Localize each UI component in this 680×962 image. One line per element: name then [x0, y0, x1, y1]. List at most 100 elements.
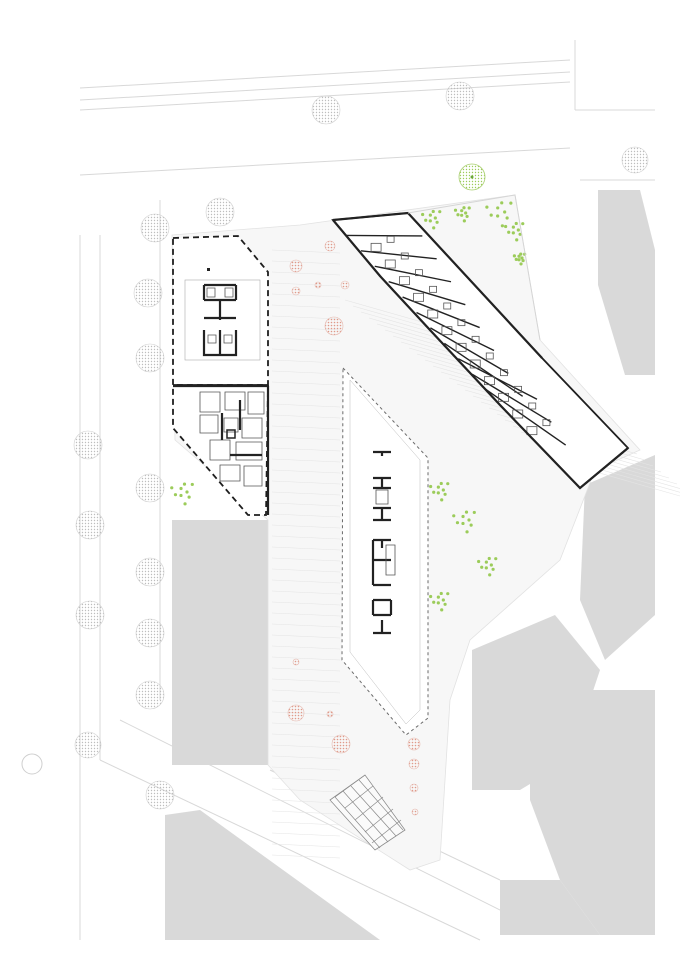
shrub — [465, 214, 469, 219]
paving-line — [271, 689, 341, 694]
shrub — [452, 514, 456, 518]
shrub — [480, 565, 484, 569]
shrub — [512, 254, 516, 258]
paving-line — [271, 557, 341, 562]
shrub — [518, 232, 522, 236]
unit-bath — [429, 285, 437, 293]
unit-room — [498, 392, 509, 402]
tree-new — [324, 316, 344, 336]
tree-new — [411, 808, 419, 816]
paving-line — [271, 612, 341, 617]
unit-room — [441, 326, 453, 336]
tree-new — [287, 704, 305, 722]
tree-new — [331, 734, 351, 754]
paving-line — [271, 722, 341, 727]
tree-existing — [135, 557, 165, 587]
shrub — [421, 212, 425, 217]
shrub — [179, 486, 183, 491]
shrub — [438, 210, 442, 214]
neighbor-block-north-east — [598, 190, 655, 375]
paving-line — [271, 293, 341, 298]
paving-line — [271, 788, 341, 793]
shrub — [443, 492, 447, 496]
tree-new — [340, 280, 350, 290]
shrub — [477, 559, 481, 564]
tree-new — [408, 758, 420, 770]
paving-line — [271, 645, 341, 650]
shrub — [453, 208, 458, 212]
unit-partition — [430, 327, 509, 375]
shrub — [487, 556, 491, 561]
paving-line — [271, 502, 341, 507]
shrub — [428, 219, 432, 223]
tree-existing — [133, 278, 163, 308]
shrub — [489, 563, 493, 567]
paving-line — [271, 777, 341, 782]
shrub — [432, 600, 436, 604]
tree-new — [292, 658, 300, 666]
shrub — [436, 491, 440, 495]
site-boundary — [407, 194, 541, 341]
paving-line — [271, 458, 341, 463]
shrub — [443, 602, 447, 606]
unit-room — [399, 276, 410, 286]
shrub — [505, 216, 509, 220]
shrub — [464, 510, 469, 514]
shrub — [429, 594, 433, 599]
paving-line — [271, 843, 341, 848]
paving-line — [271, 634, 341, 639]
tree-existing — [135, 680, 165, 710]
glass-canopy — [329, 774, 406, 851]
shrub — [183, 502, 187, 506]
tree-existing — [73, 430, 103, 460]
unit-room — [384, 259, 396, 269]
shrub — [511, 231, 515, 235]
shrub — [170, 486, 174, 490]
building-north-east-bar — [331, 211, 630, 490]
shrub — [472, 510, 476, 515]
tree-new — [407, 737, 421, 751]
paving-line — [271, 656, 341, 661]
shrub — [190, 482, 194, 487]
paving-line — [271, 623, 341, 628]
shrub — [436, 485, 440, 489]
paving-line — [271, 546, 341, 551]
unit-partition — [360, 250, 437, 260]
shrub — [455, 521, 460, 525]
tree-dot — [470, 175, 474, 179]
unit-room — [526, 426, 538, 436]
unit-bath — [386, 235, 395, 243]
unit-room — [427, 309, 439, 319]
shrub — [432, 226, 436, 230]
shrub — [439, 481, 443, 486]
shrub — [491, 567, 495, 571]
shrub — [460, 209, 464, 213]
shrub — [187, 495, 191, 499]
paving-line — [271, 337, 341, 342]
shrub — [179, 493, 183, 498]
shrub — [517, 254, 521, 258]
unit-bath — [400, 252, 409, 260]
shrub — [496, 206, 500, 210]
shrub — [440, 498, 444, 502]
unit-room — [469, 359, 481, 369]
planting-areas — [170, 201, 527, 612]
neighbor-blocks — [165, 190, 655, 940]
paving-line — [271, 810, 341, 815]
tree-existing — [74, 731, 102, 759]
shrub — [465, 530, 469, 534]
paving-line — [271, 854, 341, 859]
tree-new — [409, 783, 419, 793]
paving-line — [271, 359, 341, 364]
paving-line — [271, 469, 341, 474]
shrub — [440, 608, 444, 612]
unit-room — [413, 292, 424, 302]
paving-line — [271, 403, 341, 408]
tree-existing — [135, 343, 165, 373]
unit-bath — [471, 335, 480, 343]
shrub — [424, 218, 428, 222]
shrub — [464, 211, 468, 215]
building-west-wing — [172, 384, 270, 516]
neighbor-block-east-3 — [530, 690, 655, 935]
